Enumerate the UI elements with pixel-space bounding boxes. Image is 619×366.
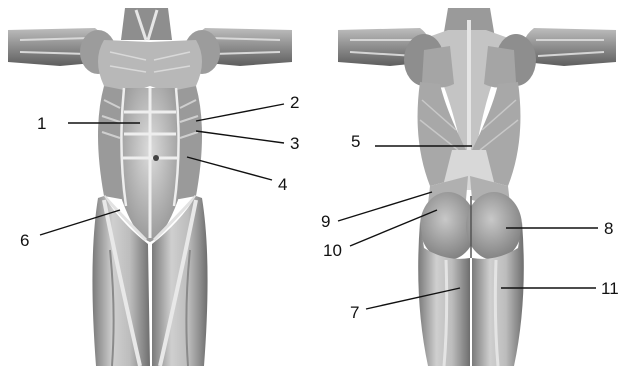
leader-line-9 xyxy=(338,192,432,221)
label-10: 10 xyxy=(323,241,342,260)
anterior-right-pectoral xyxy=(150,40,202,90)
posterior-right-scapula xyxy=(484,46,516,88)
label-11: 11 xyxy=(601,279,619,298)
anterior-left-pectoral xyxy=(98,40,150,90)
leader-line-2 xyxy=(196,104,284,121)
label-3: 3 xyxy=(290,134,299,153)
leader-line-3 xyxy=(196,131,284,143)
posterior-view xyxy=(338,8,616,366)
label-1: 1 xyxy=(37,114,46,133)
label-5: 5 xyxy=(351,132,360,151)
posterior-right-gluteus-maximus xyxy=(466,192,522,260)
navel xyxy=(153,155,159,161)
label-8: 8 xyxy=(604,219,613,238)
label-7: 7 xyxy=(350,303,359,322)
posterior-left-scapula xyxy=(422,46,454,88)
posterior-right-arm xyxy=(522,28,616,66)
anterior-view xyxy=(8,8,292,366)
label-4: 4 xyxy=(278,175,287,194)
anterior-neck xyxy=(121,8,172,40)
label-2: 2 xyxy=(290,93,299,112)
label-6: 6 xyxy=(20,231,29,250)
label-9: 9 xyxy=(321,212,330,231)
